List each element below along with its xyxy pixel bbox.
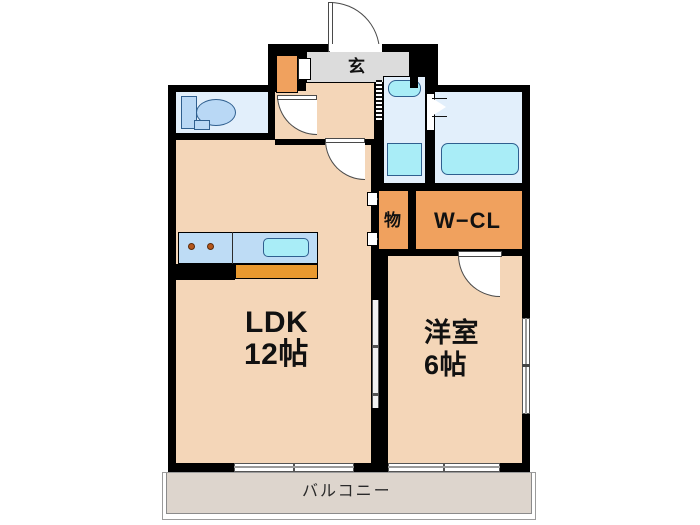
ldk-label: LDK [245,306,309,339]
balcony-label: バルコニー [302,483,392,500]
bathroom-door-hinge-outline [432,98,447,117]
shoe-closet-hinge-icon [299,60,310,76]
bedroom-area-label: 6帖 [424,350,468,380]
toilet-door-leaf [277,95,317,100]
ldk-door-leaf [325,138,365,143]
wall-below-wet-area [374,184,530,191]
wcl-door-leaf [458,251,502,257]
wall-closets-bedroom [374,249,530,256]
wcl-label: W−CL [434,208,501,233]
bathroom-door [427,94,434,130]
counter-divider [232,232,233,264]
ldk-bedroom-sliding-door [372,300,379,408]
bedroom-balcony-window-left-bar [388,466,444,468]
storage-door-lower-icon [368,234,378,244]
bedroom-label: 洋室 [424,318,479,348]
bedroom-room [388,255,524,465]
walk-in-closet [415,190,524,250]
wall-left [168,91,176,471]
wall-toilet-ldk [168,134,275,140]
storage-door-upper-icon [368,194,378,204]
wall-top-left [168,85,276,92]
bathroom-door-hinge-icon [432,98,446,116]
bedroom-window-east-mullion [522,364,530,367]
entrance-door-threshold [330,44,382,52]
shoe-closet-hinge-outline [298,58,311,80]
stove-burner-left [188,243,195,250]
ldk-room [175,140,371,465]
wall-hall-washroom [374,91,383,186]
wall-hall-ldk-right [355,139,377,145]
storage-label: 物 [384,211,402,230]
wall-entrance-to-bath [418,44,438,52]
wall-entrance-left [268,44,276,92]
wall-right [522,85,530,471]
sliding-door-rail-upper [372,345,379,348]
wall-hall-ldk [275,139,325,145]
wall-top-right-riser [430,44,438,88]
entrance-step-up [306,83,374,93]
kitchen-range-block [175,264,235,280]
wall-toilet-hall [269,91,275,139]
ldk-area-label: 12帖 [244,338,309,371]
wall-washroom-bath [426,130,434,186]
ldk-balcony-window-right-bar [294,466,354,468]
sliding-door-rail-lower [372,393,379,396]
balcony-railing-outline [162,472,536,520]
stove-burner-right [207,243,214,250]
shoe-closet [276,55,298,93]
wall-bathroom-top [426,85,530,92]
washing-machine-pan [387,143,422,176]
toilet-paper-holder [194,120,210,130]
bathtub [441,143,519,175]
wall-entrance-right [410,44,418,88]
ldk-balcony-window-left-bar [234,466,294,468]
entrance-label: 玄 [348,57,366,76]
washroom-sliding-door [376,80,382,120]
kitchen-sink [263,238,309,257]
bedroom-balcony-window-right-bar [444,466,500,468]
wall-storage-wcl [409,190,415,250]
kitchen-cabinet-front [235,264,318,279]
toilet-bowl [196,99,236,126]
